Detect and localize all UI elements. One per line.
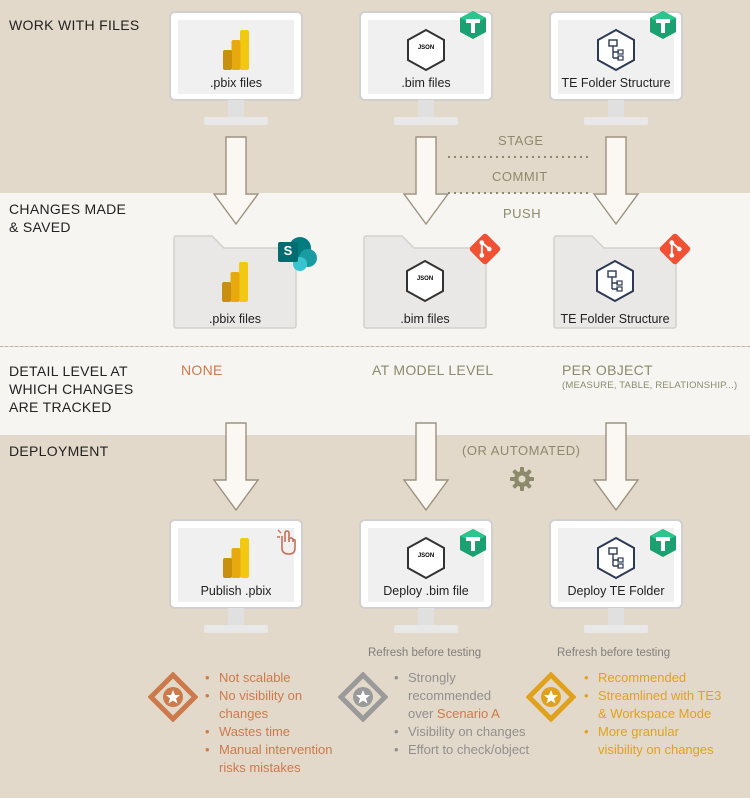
section-label-work: WORK WITH FILES — [9, 17, 140, 33]
bullets-scenario-c: Recommended Streamlined with TE3& Worksp… — [576, 669, 721, 759]
git-icon — [468, 232, 502, 266]
powerbi-icon — [222, 262, 248, 302]
folder-te-structure: TE Folder Structure — [552, 234, 678, 330]
bullet-item: Wastes time — [197, 723, 332, 741]
divider — [0, 346, 750, 347]
detail-level-none: NONE — [181, 362, 223, 378]
monitor-pbix: .pbix files — [168, 10, 304, 132]
monitor-te-folder: TE Folder Structure — [548, 10, 684, 132]
section-label-deployment: DEPLOYMENT — [9, 443, 109, 459]
folder-label: TE Folder Structure — [560, 312, 670, 326]
sharepoint-icon — [278, 237, 317, 271]
tabular-editor-icon — [458, 10, 488, 40]
bullet-item: Recommended — [576, 669, 721, 687]
bullet-item: Effort to check/object — [386, 741, 529, 759]
monitor-deploy-bim: JSON Deploy .bim file — [358, 518, 494, 640]
monitor-label: .pbix files — [209, 76, 263, 90]
powerbi-icon — [223, 30, 249, 70]
down-arrow — [212, 422, 260, 512]
monitor-publish-pbix: Publish .pbix — [168, 518, 304, 640]
detail-level-model: AT MODEL LEVEL — [372, 362, 494, 378]
down-arrow — [592, 422, 640, 512]
section-label-changes: CHANGES MADE& SAVED — [9, 201, 127, 235]
or-automated-label: (OR AUTOMATED) — [462, 443, 581, 458]
monitor-deploy-te-folder: Deploy TE Folder — [548, 518, 684, 640]
monitor-label: Deploy TE Folder — [567, 584, 665, 598]
bullet-item: Streamlined with TE3& Workspace Mode — [576, 687, 721, 723]
down-arrow — [212, 136, 260, 226]
down-arrow — [592, 136, 640, 226]
monitor-label: .bim files — [401, 76, 451, 90]
star-badge-icon — [148, 672, 198, 722]
folder-structure-icon — [596, 259, 634, 303]
tabular-editor-icon — [648, 528, 678, 558]
bullet-item: Not scalable — [197, 669, 332, 687]
git-step-stage: STAGE — [498, 133, 544, 148]
down-arrow — [402, 136, 450, 226]
monitor-frame — [169, 11, 303, 125]
json-label: JSON — [417, 45, 435, 51]
detail-level-object-sub: (MEASURE, TABLE, RELATIONSHIP...) — [562, 380, 738, 391]
refresh-note-bim: Refresh before testing — [368, 647, 482, 659]
star-badge-icon — [526, 672, 576, 722]
git-icon — [658, 232, 692, 266]
folder-label: .pbix files — [208, 312, 262, 326]
json-label: JSON — [417, 553, 435, 559]
refresh-note-te: Refresh before testing — [557, 647, 671, 659]
sharepoint-letter: S — [283, 243, 293, 258]
star-badge-icon — [338, 672, 388, 722]
git-step-commit: COMMIT — [492, 169, 548, 184]
gear-icon — [510, 467, 534, 491]
down-arrow — [402, 422, 450, 512]
tabular-editor-icon — [648, 10, 678, 40]
tabular-editor-icon — [458, 528, 488, 558]
detail-level-object: PER OBJECT — [562, 362, 653, 378]
hand-click-icon — [277, 529, 296, 555]
bullet-item: Visibility on changes — [386, 723, 529, 741]
monitor-bim: JSON .bim files — [358, 10, 494, 132]
monitor-label: Deploy .bim file — [383, 584, 469, 598]
folder-label: .bim files — [400, 312, 450, 326]
git-step-push: PUSH — [503, 206, 542, 221]
folder-structure-icon — [597, 28, 635, 72]
monitor-label: Publish .pbix — [200, 584, 272, 598]
json-label: JSON — [416, 276, 434, 282]
monitor-label: TE Folder Structure — [561, 76, 671, 90]
powerbi-icon — [223, 538, 249, 578]
folder-structure-icon — [597, 536, 635, 580]
band-detail — [0, 347, 750, 435]
